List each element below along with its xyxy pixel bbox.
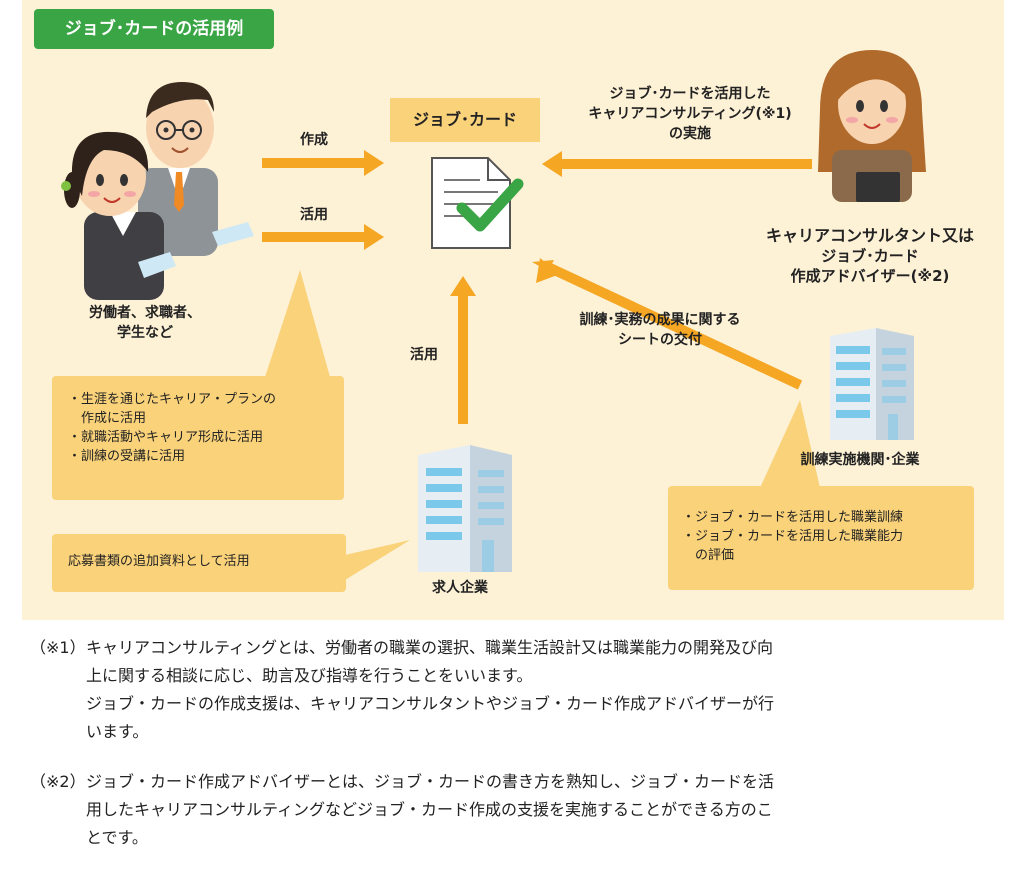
consultant-label: キャリアコンサルタント又は ジョブ･カード 作成アドバイザー(※2) xyxy=(765,226,974,285)
job-card-label: ジョブ･カード xyxy=(390,98,540,142)
consultant-illustration xyxy=(818,50,926,202)
worker-note-tail xyxy=(265,270,330,377)
training-org-label: 訓練実施機関･企業 xyxy=(800,452,920,468)
company-note-tail xyxy=(345,540,410,580)
arrow-create xyxy=(262,150,384,176)
company-label: 求人企業 xyxy=(432,580,488,596)
workers-label: 労働者、求職者、 学生など xyxy=(89,305,201,341)
company-note: 応募書類の追加資料として活用 xyxy=(52,534,346,592)
consultant-arrow-label: ジョブ･カードを活用した キャリアコンサルティング(※1) の実施 xyxy=(588,86,792,142)
training-note-tail xyxy=(760,400,820,488)
company-building-icon xyxy=(418,445,512,572)
arrow-company xyxy=(450,276,476,424)
arrow-use-top-label: 活用 xyxy=(300,207,328,223)
arrow-training xyxy=(532,258,803,390)
diagram-title: ジョブ･カードの活用例 xyxy=(34,9,274,49)
arrow-use-top xyxy=(262,224,384,250)
arrow-create-label: 作成 xyxy=(300,132,328,148)
training-arrow-label: 訓練･実務の成果に関する シートの交付 xyxy=(579,312,741,348)
arrow-use-company-label: 活用 xyxy=(410,347,438,363)
document-check-icon xyxy=(431,157,524,249)
training-notes: ・ジョブ・カードを活用した職業訓練 ・ジョブ・カードを活用した職業能力 の評価 xyxy=(668,486,974,590)
woman-illustration xyxy=(61,131,176,300)
training-building-icon xyxy=(830,328,914,440)
arrow-consultant xyxy=(542,151,812,177)
diagram-graphics xyxy=(61,50,926,580)
worker-notes: ・生涯を通じたキャリア・プランの 作成に活用 ・就職活動やキャリア形成に活用 ・… xyxy=(52,376,344,500)
